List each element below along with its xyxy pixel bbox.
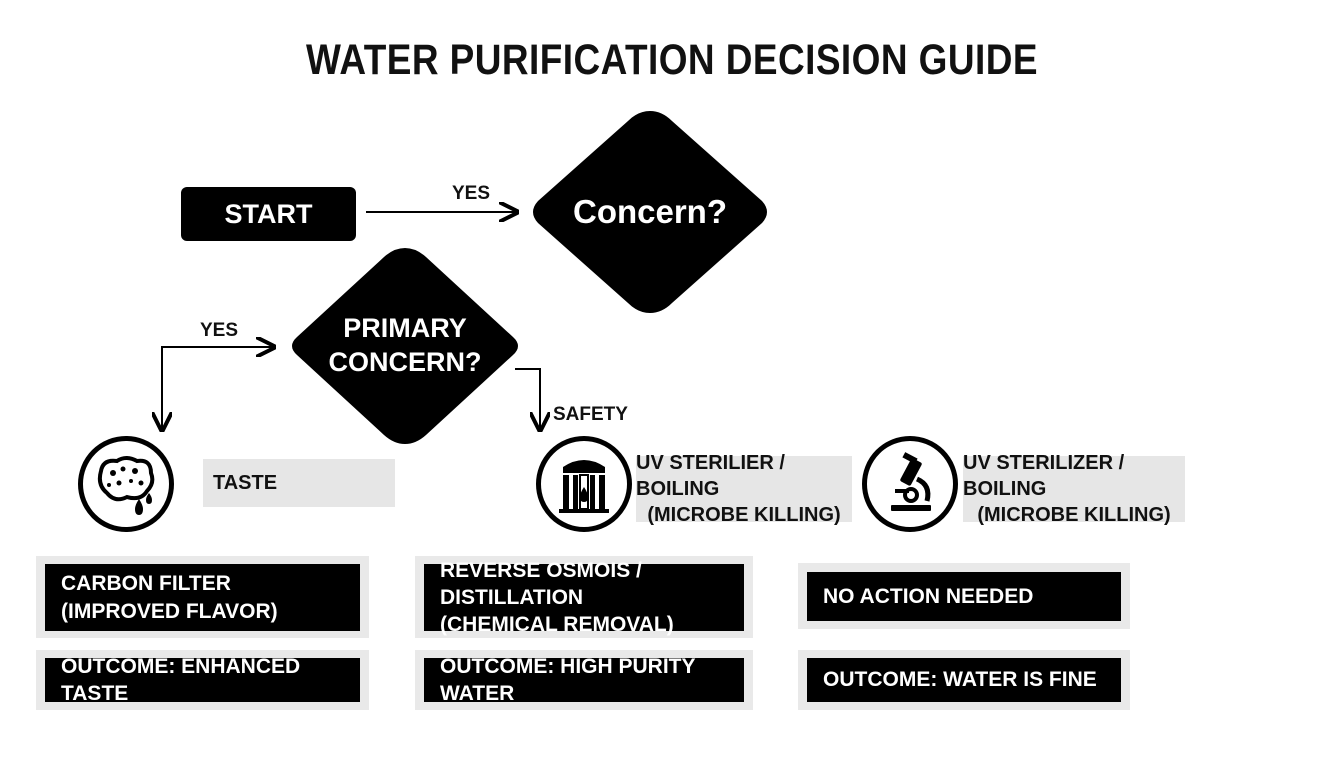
- uv-sterilier-label: UV STERILIER / BOILING (MICROBE KILLING): [636, 452, 852, 526]
- uv-sterilier-line2: (MICROBE KILLING): [647, 504, 841, 526]
- microscope-icon: [862, 436, 958, 532]
- filter-gate-icon: [536, 436, 632, 532]
- no-action-box: NO ACTION NEEDED: [807, 572, 1121, 621]
- safety-arrow: [515, 368, 540, 428]
- reverse-osmosis-box: REVERSE OSMOIS / DISTILLATION (CHEMICAL …: [424, 559, 744, 636]
- uv-sterilier-line1: UV STERILIER / BOILING: [636, 452, 785, 500]
- primary-concern-diamond: [292, 248, 518, 444]
- taste-label: TASTE: [203, 459, 395, 507]
- sponge-icon: [78, 436, 174, 532]
- reverse-osmosis-line1: REVERSE OSMOIS / DISTILLATION: [440, 558, 642, 609]
- safety-label: SAFETY: [553, 404, 628, 425]
- uv-sterilizer-line1: UV STERILIZER / BOILING: [963, 452, 1125, 500]
- uv-sterilizer-line2: (MICROBE KILLING): [977, 504, 1171, 526]
- yes-taste-arrow: [161, 347, 272, 428]
- primary-concern-label: PRIMARY CONCERN?: [305, 306, 505, 386]
- start-node: START: [181, 187, 356, 241]
- primary-concern-line1: PRIMARY: [343, 313, 467, 344]
- outcome-taste-box: OUTCOME: ENHANCED TASTE: [45, 655, 360, 705]
- outcome-fine-box: OUTCOME: WATER IS FINE: [807, 658, 1121, 702]
- primary-concern-line2: CONCERN?: [328, 347, 482, 377]
- carbon-filter-box: CARBON FILTER (IMPROVED FLAVOR): [45, 564, 360, 631]
- uv-sterilizer-label: UV STERILIZER / BOILING (MICROBE KILLING…: [963, 452, 1185, 526]
- outcome-purity-box: OUTCOME: HIGH PURITY WATER: [424, 655, 744, 705]
- page-title: WATER PURIFICATION DECISION GUIDE: [306, 36, 1038, 84]
- concern-diamond: [533, 111, 767, 313]
- start-yes-label: YES: [452, 183, 491, 204]
- concern-label: Concern?: [572, 193, 727, 230]
- reverse-osmosis-line2: (CHEMICAL REMOVAL): [440, 613, 674, 637]
- carbon-filter-line2: (IMPROVED FLAVOR): [61, 599, 278, 623]
- carbon-filter-line1: CARBON FILTER: [61, 572, 231, 596]
- left-yes-label: YES: [200, 320, 239, 341]
